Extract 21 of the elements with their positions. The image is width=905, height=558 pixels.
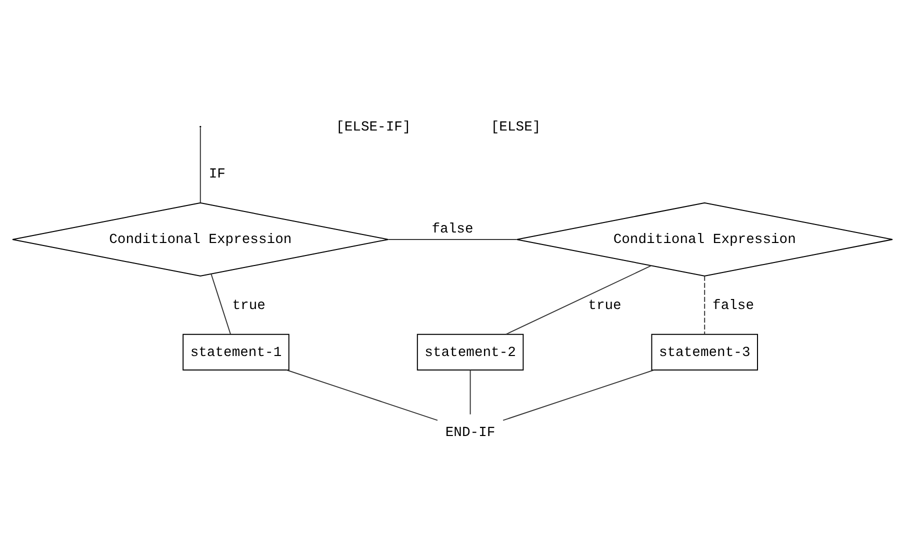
edge-label: false xyxy=(432,221,474,238)
connector xyxy=(470,369,471,414)
connector xyxy=(388,238,518,240)
node-text: END-IF xyxy=(445,424,496,440)
node-box: statement-2 xyxy=(416,333,524,370)
edge-label: true xyxy=(232,297,266,314)
edge-label: false xyxy=(712,297,754,314)
node-diamond: Conditional Expression xyxy=(12,202,389,276)
connector xyxy=(286,369,438,420)
connector xyxy=(502,369,655,420)
connector xyxy=(704,275,706,334)
label: [ELSE-IF] xyxy=(336,118,411,135)
edge-label: IF xyxy=(208,166,226,182)
connector xyxy=(200,126,201,203)
connector xyxy=(506,264,652,334)
node-diamond: Conditional Expression xyxy=(516,202,893,276)
edge-label: true xyxy=(588,297,622,314)
node-box: statement-1 xyxy=(182,333,290,370)
label: [ELSE] xyxy=(490,118,541,135)
connector xyxy=(210,272,231,334)
node-box: statement-3 xyxy=(651,333,758,370)
